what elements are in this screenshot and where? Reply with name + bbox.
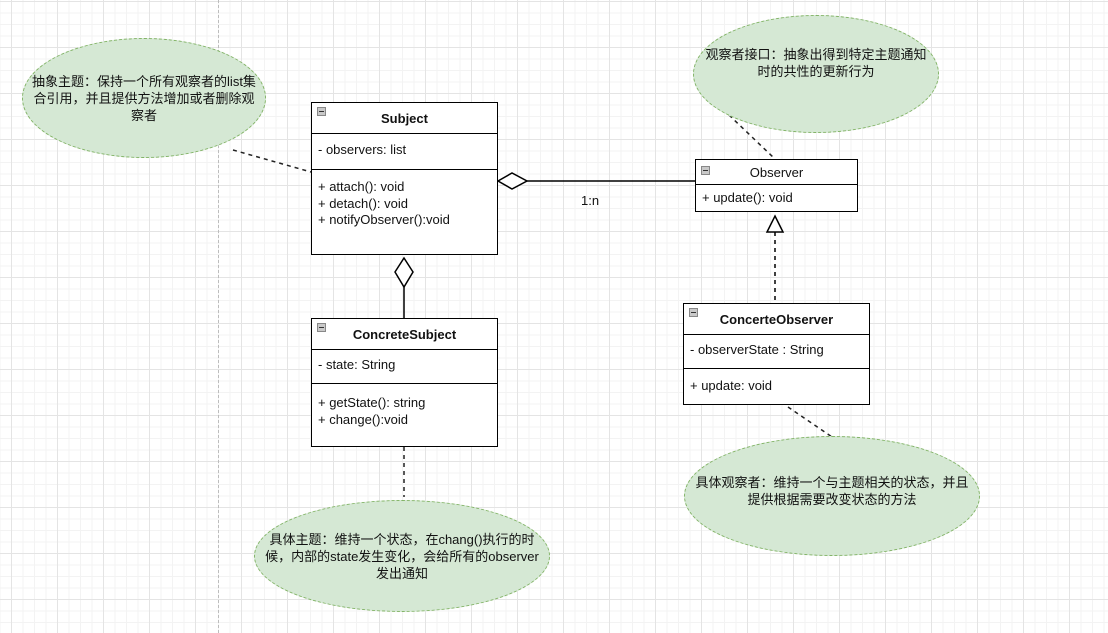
note-abstract-subject-text: 抽象主题：保持一个所有观察者的list集合引用，并且提供方法增加或者删除观察者 bbox=[32, 73, 256, 123]
note-concrete-observer[interactable]: 具体观察者：维持一个与主题相关的状态，并且提供根据需要改变状态的方法 bbox=[684, 436, 980, 556]
collapse-icon[interactable] bbox=[701, 166, 710, 175]
class-subject[interactable]: Subject - observers: list + attach(): vo… bbox=[311, 102, 498, 255]
note-abstract-subject[interactable]: 抽象主题：保持一个所有观察者的list集合引用，并且提供方法增加或者删除观察者 bbox=[22, 38, 266, 158]
collapse-icon[interactable] bbox=[689, 308, 698, 317]
class-concrete-subject-attributes: - state: String bbox=[312, 350, 497, 384]
class-subject-name: Subject bbox=[381, 110, 428, 126]
note-observer-interface[interactable]: 观察者接口：抽象出得到特定主题通知时的共性的更新行为 bbox=[693, 15, 939, 133]
attribute: - observerState : String bbox=[690, 342, 824, 357]
class-concrete-observer-header: ConcerteObserver bbox=[684, 304, 869, 335]
note-observer-interface-text: 观察者接口：抽象出得到特定主题通知时的共性的更新行为 bbox=[705, 47, 927, 79]
note-link-concrete-observer bbox=[787, 406, 833, 438]
class-concrete-subject-name: ConcreteSubject bbox=[352, 326, 457, 342]
class-concrete-subject-methods: + getState(): string + change():void bbox=[312, 384, 497, 432]
class-observer[interactable]: Observer + update(): void bbox=[695, 159, 858, 212]
class-concrete-subject[interactable]: ConcreteSubject - state: String + getSta… bbox=[311, 318, 498, 447]
class-concrete-observer-name: ConcerteObserver bbox=[719, 311, 834, 327]
collapse-icon[interactable] bbox=[317, 323, 326, 332]
note-concrete-observer-text: 具体观察者：维持一个与主题相关的状态，并且提供根据需要改变状态的方法 bbox=[695, 475, 969, 507]
page-boundary-guide bbox=[218, 0, 219, 633]
class-concrete-observer[interactable]: ConcerteObserver - observerState : Strin… bbox=[683, 303, 870, 405]
method: + notifyObserver():void bbox=[318, 212, 450, 227]
class-observer-name: Observer bbox=[749, 164, 804, 180]
note-link-abstract-subject bbox=[232, 149, 312, 173]
multiplicity-label: 1:n bbox=[581, 193, 600, 208]
class-concrete-observer-methods: + update: void bbox=[684, 369, 869, 399]
method: + update(): void bbox=[702, 190, 793, 205]
class-subject-header: Subject bbox=[312, 103, 497, 134]
class-concrete-subject-header: ConcreteSubject bbox=[312, 319, 497, 350]
class-observer-methods: + update(): void bbox=[696, 185, 857, 211]
class-subject-methods: + attach(): void + detach(): void + noti… bbox=[312, 170, 497, 233]
aggregation-diamond-subject-observer bbox=[496, 172, 529, 190]
class-subject-attributes: - observers: list bbox=[312, 134, 497, 170]
method: + attach(): void bbox=[318, 179, 405, 194]
aggregation-diamond-subject-concrete bbox=[394, 256, 414, 289]
method: + getState(): string bbox=[318, 395, 426, 410]
method: + detach(): void bbox=[318, 195, 408, 211]
realization-arrowhead bbox=[765, 214, 785, 233]
attribute: - observers: list bbox=[318, 142, 407, 157]
collapse-icon[interactable] bbox=[317, 107, 326, 116]
note-concrete-subject[interactable]: 具体主题：维持一个状态，在chang()执行的时候，内部的state发生变化，会… bbox=[254, 500, 550, 612]
attribute: - state: String bbox=[318, 357, 396, 372]
method: + change():void bbox=[318, 411, 408, 427]
method: + update: void bbox=[690, 378, 773, 393]
class-concrete-observer-attributes: - observerState : String bbox=[684, 335, 869, 369]
class-observer-header: Observer bbox=[696, 160, 857, 185]
note-concrete-subject-text: 具体主题：维持一个状态，在chang()执行的时候，内部的state发生变化，会… bbox=[265, 531, 539, 581]
